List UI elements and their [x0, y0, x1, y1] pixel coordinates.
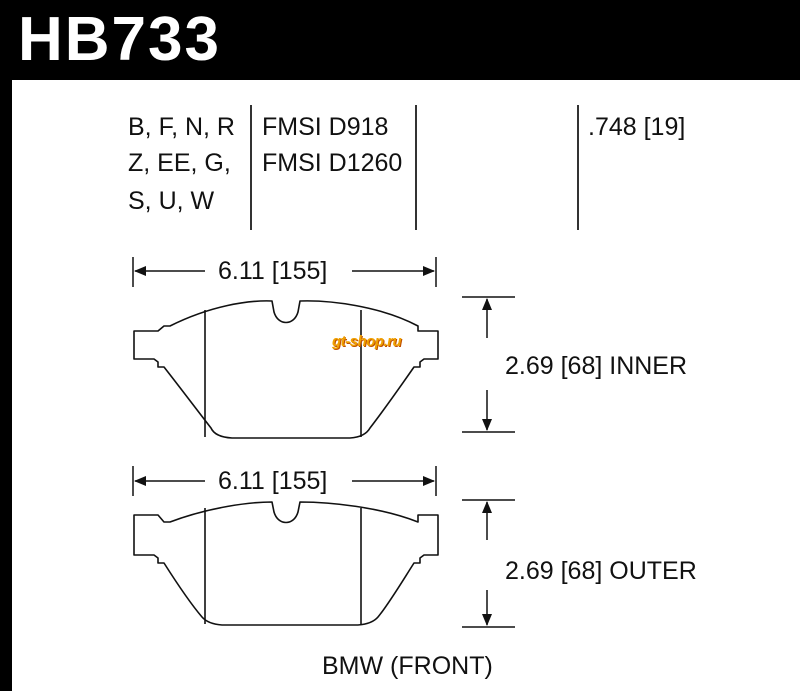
fmsi-line-1: FMSI D918 — [262, 113, 389, 141]
outer-width-label: 6.11 [155] — [218, 467, 328, 495]
fmsi-line-2: FMSI D1260 — [262, 149, 403, 177]
compound-line-1: B, F, N, R — [128, 113, 235, 141]
thickness-label: .748 [19] — [588, 113, 686, 141]
inner-width-label: 6.11 [155] — [218, 257, 328, 285]
spec-divider-3 — [577, 105, 579, 230]
outer-height-label: 2.69 [68] OUTER — [505, 557, 697, 585]
inner-height-label: 2.69 [68] INNER — [505, 352, 688, 380]
application-label: BMW (FRONT) — [322, 652, 493, 680]
part-number-title: HB733 — [18, 5, 221, 74]
spec-divider-2 — [415, 105, 417, 230]
inner-height-dimension — [462, 296, 515, 433]
inner-pad-outline — [133, 300, 439, 439]
watermark-logo: gt-shop.ru — [332, 333, 402, 350]
compound-line-3: S, U, W — [128, 187, 215, 215]
diagram-sheet — [12, 80, 800, 691]
outer-height-dimension — [462, 499, 515, 628]
spec-divider-1 — [250, 105, 252, 230]
outer-pad-outline — [133, 501, 439, 626]
inner-width-dimension — [132, 257, 437, 287]
compound-line-2: Z, EE, G, — [128, 149, 231, 177]
outer-width-dimension — [132, 466, 437, 496]
